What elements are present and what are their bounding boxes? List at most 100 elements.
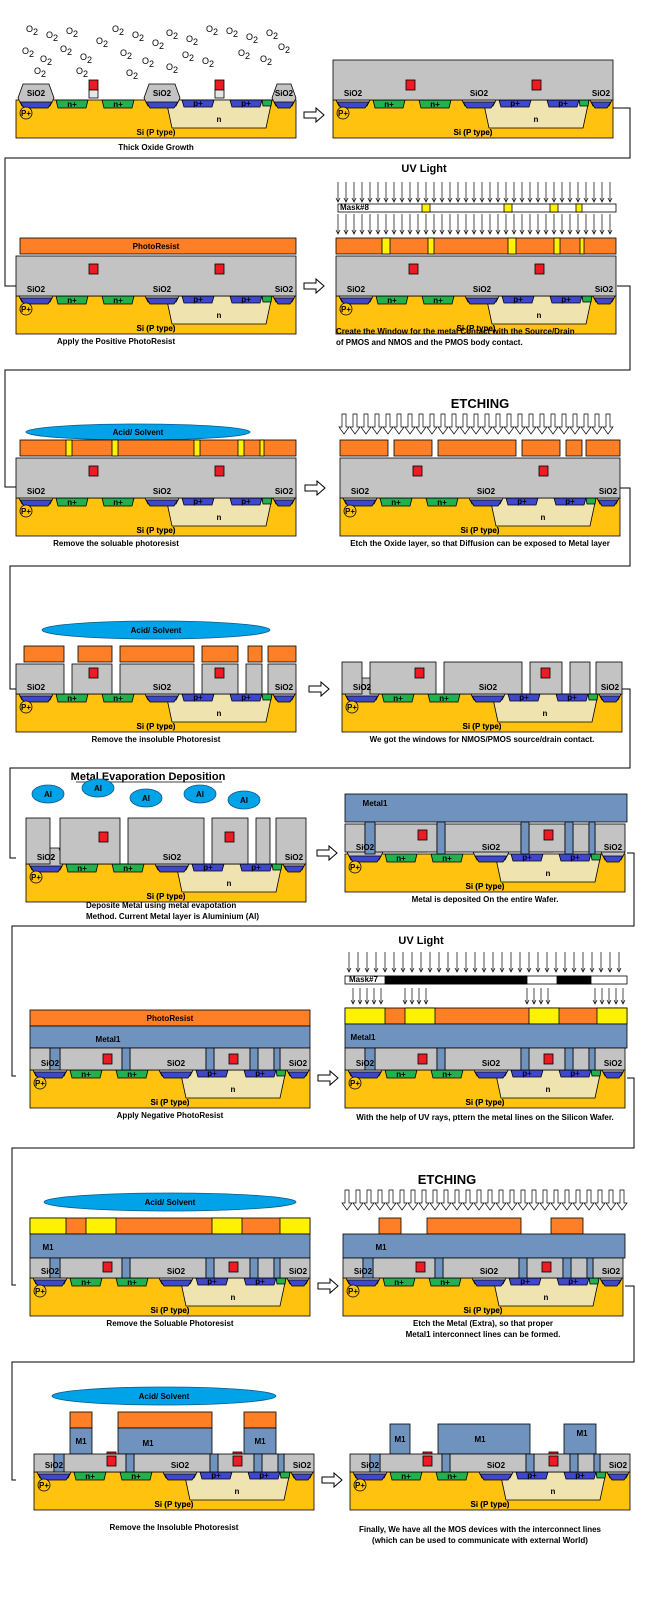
oxygen-molecule: O [266, 28, 273, 38]
next-step-arrow [317, 1277, 339, 1295]
panel-uv-exposure-mask8: UV LightMask#8nn+n+p+p+SiO2SiO2SiO2P+Si … [335, 163, 617, 347]
uv-ray-tip [544, 967, 550, 973]
sio2-label: SiO2 [275, 89, 294, 98]
poly-gate [412, 465, 423, 477]
n-plus-label: n+ [67, 694, 77, 703]
rect [379, 1453, 443, 1473]
etch-arrow [371, 413, 383, 435]
substrate-label: Si (P type) [466, 882, 505, 891]
rect [15, 663, 65, 695]
caption-s16: (which can be used to communicate with e… [372, 1536, 588, 1545]
uv-ray-tip [454, 967, 460, 973]
uv-ray-tip [471, 197, 477, 203]
p-plus-label: p+ [522, 1069, 532, 1078]
sio2-label: SiO2 [353, 683, 372, 692]
channel-stop [600, 1279, 622, 1287]
uv-ray-tip [391, 967, 397, 973]
sio2-label: SiO2 [153, 487, 172, 496]
channel-stop [462, 101, 496, 109]
n-plus-diffusion [101, 99, 135, 109]
oxygen-molecule: O [76, 66, 83, 76]
rect [127, 817, 205, 865]
mask-opaque-region [432, 975, 528, 985]
poly-gate [531, 79, 542, 91]
uv-ray-tip [519, 197, 525, 203]
rect [577, 1453, 595, 1473]
poly-gate [214, 79, 225, 91]
next-step-arrow [317, 1069, 339, 1087]
uv-ray-tip [436, 967, 442, 973]
sio2-label: SiO2 [153, 89, 172, 98]
n-plus-label: n+ [113, 694, 123, 703]
uv-ray-tip [409, 967, 415, 973]
n-plus-label: n+ [123, 864, 133, 873]
sio2-label: SiO2 [275, 285, 294, 294]
uv-ray-tip [335, 197, 341, 203]
aluminium-label: Al [196, 790, 204, 799]
bulk-contact [348, 860, 362, 874]
n-well-contact [261, 497, 273, 505]
n-well-label: n [543, 709, 548, 718]
oxygen-molecule: O [206, 24, 213, 34]
p-plus-label: p+ [527, 1471, 537, 1480]
channel-stop [597, 499, 619, 507]
n-plus-label: n+ [127, 1070, 137, 1079]
uv-ray-tip [599, 999, 605, 1005]
channel-stop [159, 1071, 193, 1079]
etch-arrow [404, 413, 416, 435]
sio2-label: SiO2 [27, 683, 46, 692]
n-well-label: n [217, 311, 222, 320]
aluminium-particle [31, 784, 65, 804]
metal-contact-plug [436, 821, 446, 855]
substrate-label: Si (P type) [461, 526, 500, 535]
uv-ray-tip [367, 229, 373, 235]
oxygen-molecule: O [22, 46, 29, 56]
metal-contact-plug [564, 1047, 574, 1071]
poly-gate [414, 667, 425, 679]
channel-stop [145, 297, 179, 305]
p-plus-diffusion [510, 853, 544, 862]
rect [245, 663, 263, 695]
photoresist-layer [335, 237, 617, 255]
metal-contact-plug [49, 1257, 61, 1279]
photoresist-segment [77, 645, 113, 663]
uv-ray-tip [427, 967, 433, 973]
soluble-photoresist [65, 439, 73, 457]
poly-gate [214, 263, 225, 275]
sio2-label: SiO2 [351, 487, 370, 496]
soluble-photoresist [381, 237, 391, 255]
metal-contact-plug [273, 1257, 281, 1279]
uv-ray-tip [591, 229, 597, 235]
oxygen-molecule: O [96, 36, 103, 46]
channel-stop [33, 1279, 67, 1287]
bulk-contact [33, 1076, 47, 1090]
uv-ray-tip [383, 229, 389, 235]
uv-ray-tip [407, 197, 413, 203]
rect [201, 663, 239, 695]
uv-ray-tip [495, 197, 501, 203]
metal-contact-plug [362, 1257, 374, 1279]
rect [572, 823, 590, 853]
mask-window [503, 203, 513, 213]
metal1-label: Metal1 [363, 799, 388, 808]
acid-solvent-label: Acid/ Solvent [131, 626, 182, 635]
bulk-p-plus-label: P+ [21, 109, 31, 118]
n-well-label: n [546, 869, 551, 878]
substrate-label: Si (P type) [151, 1306, 190, 1315]
oxygen-subscript: 2 [73, 29, 78, 39]
mask8 [337, 203, 617, 213]
uv-ray-tip [391, 197, 397, 203]
sio2-label: SiO2 [27, 89, 46, 98]
rect [341, 661, 363, 695]
substrate-label: Si (P type) [137, 722, 176, 731]
metal1-layer [344, 1023, 628, 1049]
substrate-label: Si (P type) [155, 1500, 194, 1509]
sio2-label: SiO2 [361, 1461, 380, 1470]
n-plus-label: n+ [127, 1278, 137, 1287]
sio2-label: SiO2 [601, 683, 620, 692]
aluminium-particle [227, 790, 261, 810]
